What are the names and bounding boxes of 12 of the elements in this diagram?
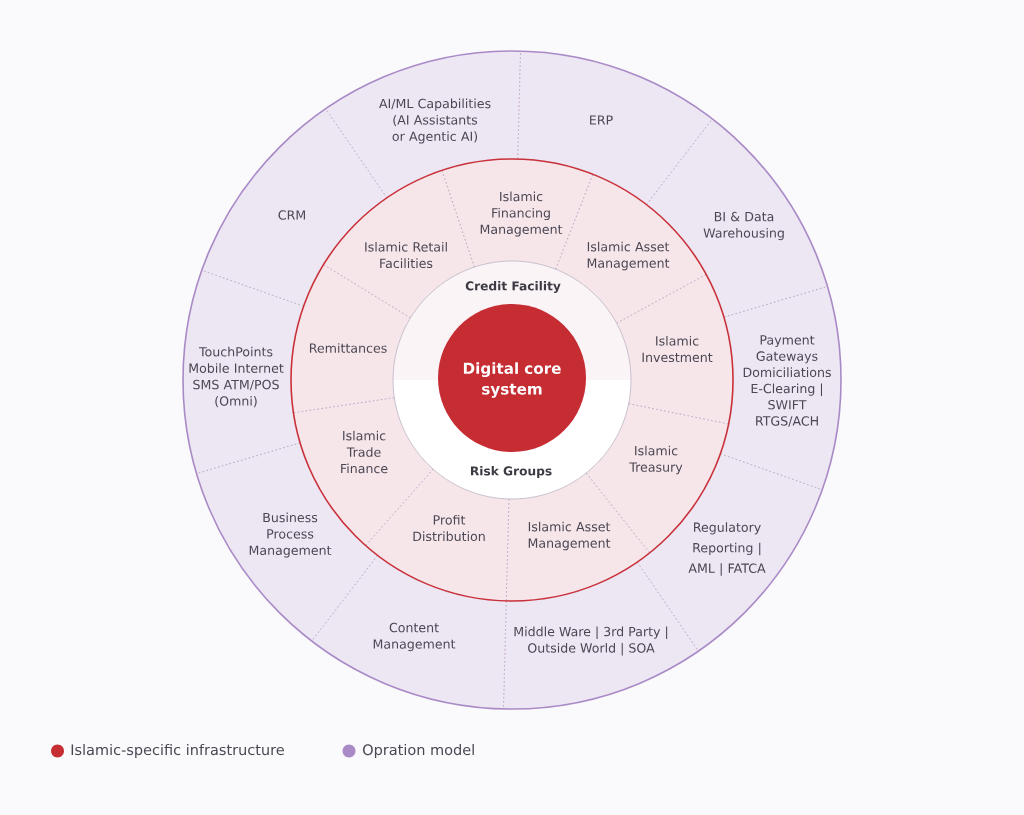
legend-text: Opration model [363, 743, 474, 758]
ring-segment: TouchPoints Mobile Internet SMS ATM/POS (Omni) [183, 269, 305, 474]
node-label: TouchPoints Mobile Internet SMS ATM/POS (Omni) [189, 346, 284, 408]
node-label: CRM [278, 210, 305, 220]
node-label: ERP [590, 115, 613, 125]
ring-segment: Payment Gateways Domiciliations E-Clearing | SWIFT RTGS/ACH [720, 286, 841, 491]
node-label: Remittances [309, 343, 387, 353]
ring-segment: Content Management [311, 555, 507, 710]
node-label: Islamic Investment [642, 335, 713, 363]
node-label: Payment Gateways Domiciliations E-Clearing | SWIFT RTGS/ACH [743, 335, 831, 427]
legend-text: Islamic-specific infrastructure [71, 743, 284, 758]
ring-segment: Islamic Investment [616, 274, 733, 425]
